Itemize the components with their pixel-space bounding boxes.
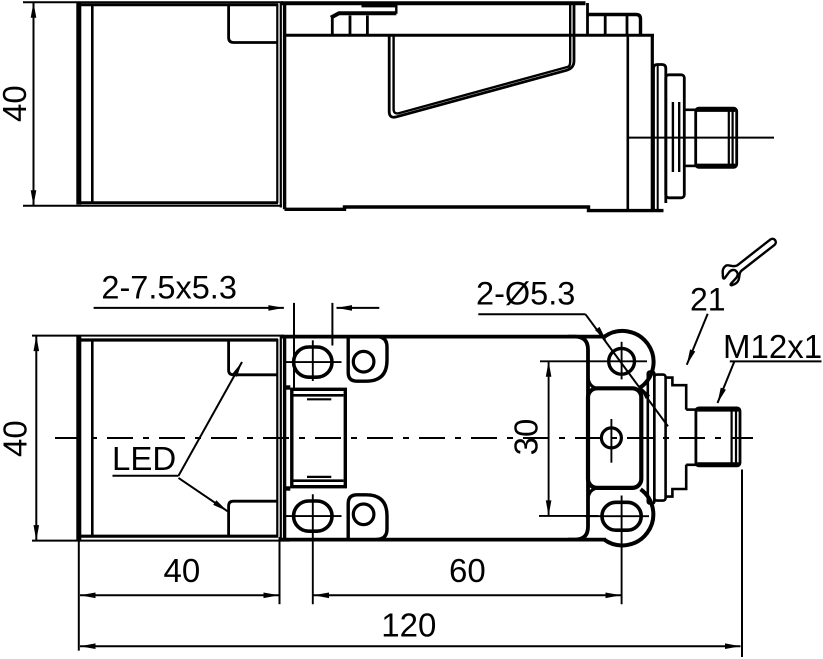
svg-text:30: 30 (508, 419, 545, 456)
svg-text:40: 40 (0, 85, 33, 122)
svg-text:60: 60 (449, 552, 486, 589)
svg-text:M12x1: M12x1 (723, 328, 822, 365)
svg-text:2-7.5x5.3: 2-7.5x5.3 (101, 270, 237, 306)
svg-text:21: 21 (690, 282, 726, 318)
svg-text:120: 120 (381, 607, 436, 644)
svg-text:2-Ø5.3: 2-Ø5.3 (476, 275, 575, 311)
svg-text:40: 40 (164, 552, 201, 589)
svg-text:LED: LED (112, 440, 176, 477)
svg-text:40: 40 (0, 420, 34, 457)
